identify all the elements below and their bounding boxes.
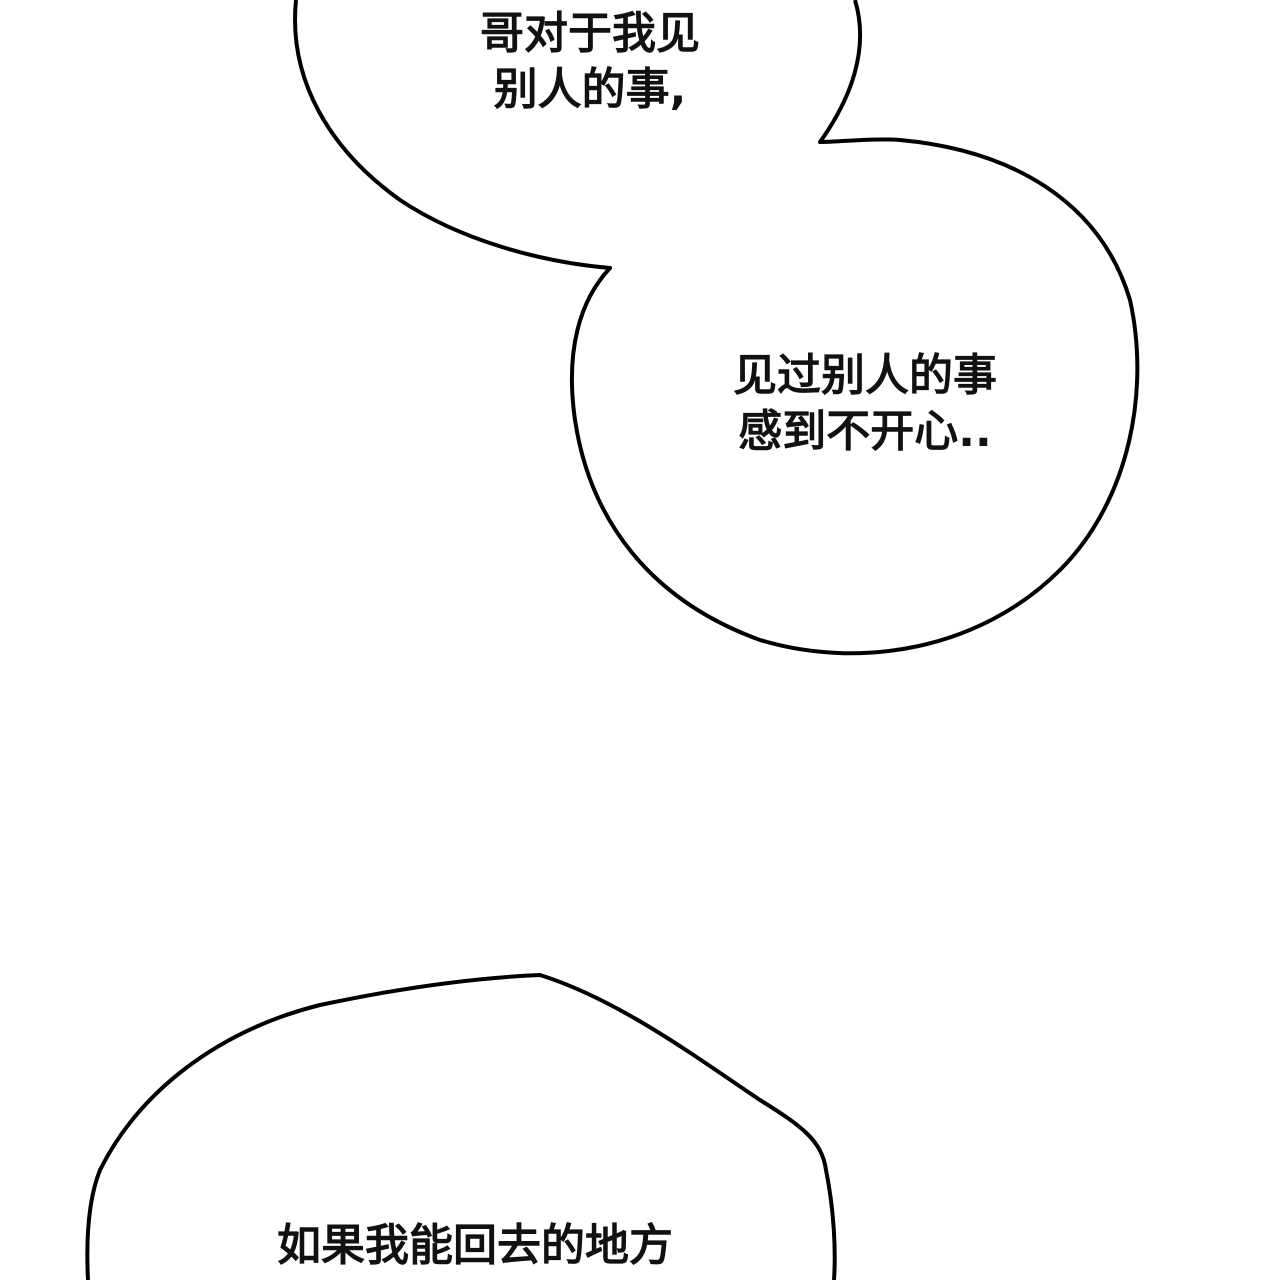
bubble-text-line: 见过别人的事 [733,350,997,401]
bubble-text-line: 别人的事, [493,64,687,115]
speech-bubble-top-text: 哥对于我见 别人的事, [440,6,740,118]
speech-bubble-bottom-outline [85,973,837,1280]
speech-bubble-middle-text: 见过别人的事 感到不开心.. [690,348,1040,460]
bubble-text-line: 如果我能回去的地方 [277,1220,673,1271]
speech-bubble-top-outline [293,0,1140,656]
bubble-text-line: 感到不开心.. [738,406,992,457]
bubble-text-line: 哥对于我见 [480,8,700,59]
speech-bubble-bottom-text: 如果我能回去的地方 [220,1218,730,1274]
